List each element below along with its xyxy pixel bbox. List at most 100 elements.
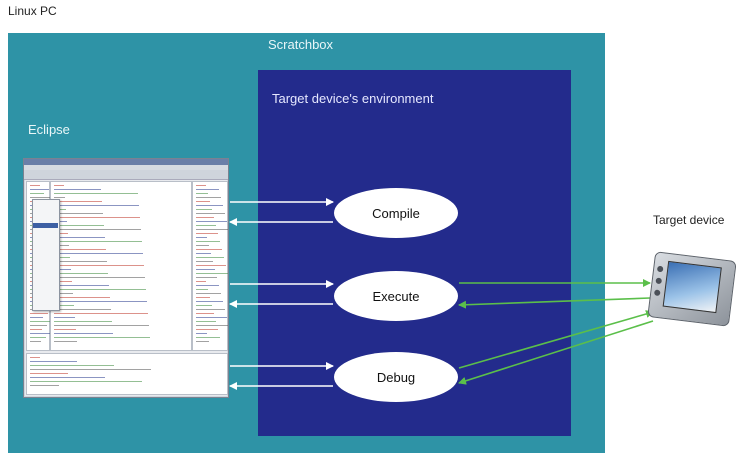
code-line <box>196 209 212 210</box>
device-screen <box>662 260 722 314</box>
eclipse-toolbar <box>24 170 228 180</box>
code-line <box>196 253 211 254</box>
code-line <box>196 293 221 294</box>
code-line <box>54 325 149 326</box>
code-line <box>54 225 104 226</box>
code-line <box>30 341 41 342</box>
eclipse-menubar <box>24 165 228 170</box>
code-line <box>196 321 216 322</box>
code-line <box>196 193 208 194</box>
code-line <box>54 193 138 194</box>
code-line <box>196 329 218 330</box>
code-line <box>54 293 73 294</box>
code-line <box>196 341 209 342</box>
code-line <box>196 285 219 286</box>
arrow-device-to-debug <box>458 320 654 385</box>
code-line <box>196 313 214 314</box>
code-line <box>54 317 75 318</box>
code-line <box>54 253 143 254</box>
code-line <box>54 229 141 230</box>
code-line <box>196 245 209 246</box>
code-line <box>196 265 226 266</box>
eclipse-outline-panel <box>192 181 228 351</box>
code-line <box>54 313 148 314</box>
code-line <box>196 221 227 222</box>
eclipse-console-panel <box>26 353 228 395</box>
code-line <box>54 305 74 306</box>
code-line <box>30 189 49 190</box>
code-line <box>30 337 46 338</box>
debug-node: Debug <box>334 352 458 402</box>
code-line <box>54 269 71 270</box>
code-line <box>196 333 207 334</box>
code-line <box>196 233 218 234</box>
code-line <box>196 249 222 250</box>
code-line <box>196 257 224 258</box>
code-line <box>30 317 43 318</box>
code-line <box>196 261 213 262</box>
code-line <box>54 197 65 198</box>
code-line <box>196 213 225 214</box>
code-line <box>30 385 59 386</box>
eclipse-menu-highlight <box>33 223 58 228</box>
code-line <box>54 209 66 210</box>
eclipse-titlebar <box>24 159 228 165</box>
code-line <box>54 273 108 274</box>
code-line <box>54 337 150 338</box>
code-line <box>54 281 72 282</box>
code-line <box>196 241 220 242</box>
eclipse-context-menu <box>32 199 60 311</box>
code-line <box>30 377 105 378</box>
code-line <box>196 197 221 198</box>
code-line <box>30 197 53 198</box>
code-line <box>196 237 207 238</box>
code-line <box>30 193 44 194</box>
code-line <box>54 189 101 190</box>
code-line <box>54 341 77 342</box>
code-line <box>196 297 210 298</box>
code-line <box>30 369 151 370</box>
code-line <box>196 225 216 226</box>
code-line <box>30 357 40 358</box>
code-line <box>54 289 146 290</box>
code-line <box>54 185 64 186</box>
compile-node: Compile <box>334 188 458 238</box>
target-environment-label: Target device's environment <box>272 91 434 106</box>
code-line <box>54 309 111 310</box>
code-line <box>30 325 47 326</box>
code-line <box>30 361 77 362</box>
code-line <box>196 185 206 186</box>
linux-pc-label: Linux PC <box>8 4 57 18</box>
code-line <box>54 237 105 238</box>
code-line <box>196 317 227 318</box>
code-line <box>54 265 144 266</box>
code-line <box>196 325 228 326</box>
code-line <box>30 373 68 374</box>
code-line <box>54 321 112 322</box>
code-line <box>196 309 225 310</box>
code-line <box>196 201 210 202</box>
code-line <box>54 277 145 278</box>
code-line <box>54 233 68 234</box>
code-line <box>30 333 51 334</box>
code-line <box>196 229 228 230</box>
code-line <box>196 205 223 206</box>
arrow-device-to-execute <box>458 297 651 309</box>
code-line <box>54 257 70 258</box>
eclipse-label: Eclipse <box>28 122 70 137</box>
code-line <box>54 329 76 330</box>
code-line <box>54 221 67 222</box>
code-line <box>54 245 69 246</box>
code-line <box>54 213 103 214</box>
code-line <box>196 289 208 290</box>
code-line <box>30 321 52 322</box>
target-device-label: Target device <box>653 213 725 227</box>
code-line <box>196 337 220 338</box>
code-line <box>54 201 102 202</box>
code-line <box>54 333 113 334</box>
eclipse-code-editor <box>50 181 192 351</box>
code-line <box>54 241 142 242</box>
code-line <box>30 365 114 366</box>
code-line <box>196 269 215 270</box>
